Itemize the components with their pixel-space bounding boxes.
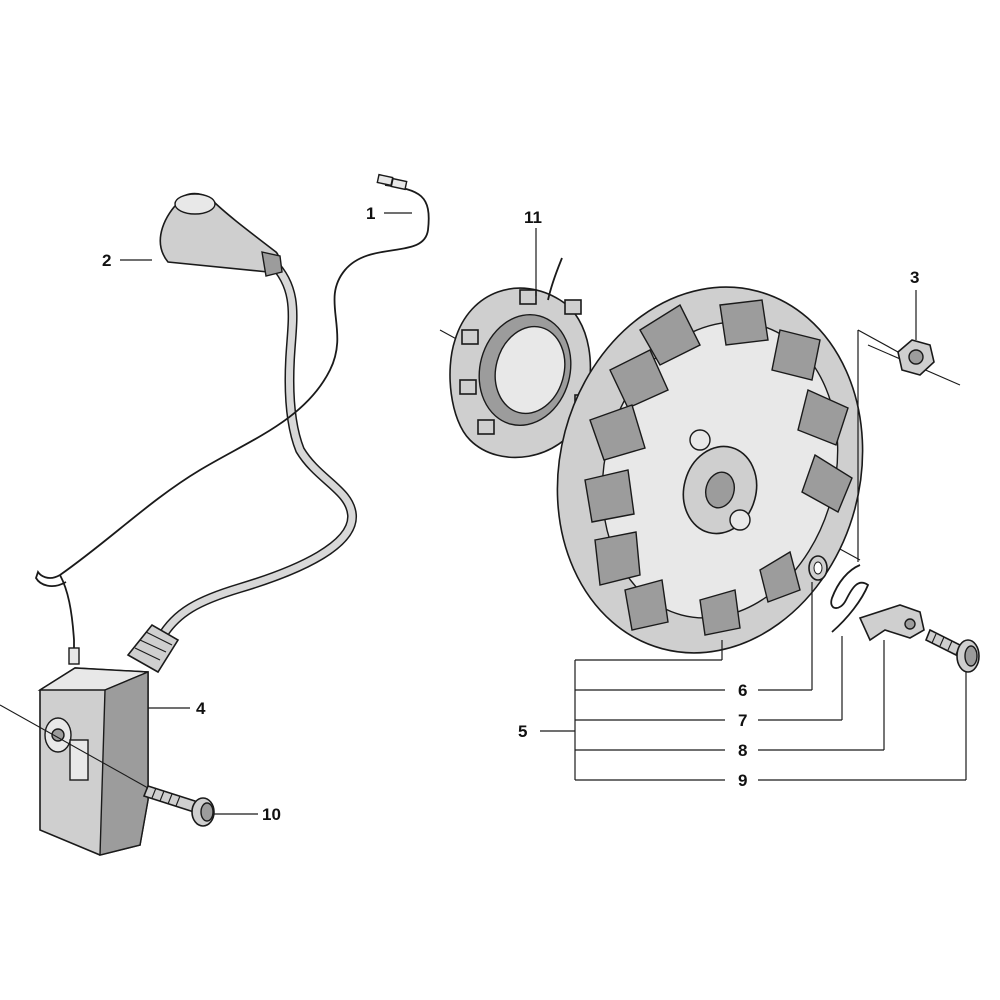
ignition-module: [37, 667, 149, 856]
leader-lines: [120, 212, 967, 815]
callout-5: 5: [518, 722, 527, 741]
ignition-assembly: [0, 173, 430, 856]
callout-9: 9: [738, 771, 747, 790]
starter-pulley: [449, 257, 592, 459]
wire-terminal-bottom: [68, 647, 80, 665]
spark-plug-cap: [159, 192, 283, 277]
callout-7: 7: [738, 711, 747, 730]
short-circuit-wire: [35, 184, 430, 587]
callout-3: 3: [910, 268, 919, 287]
wire-terminal: [376, 173, 408, 191]
washer: [808, 555, 828, 581]
spring: [830, 564, 870, 633]
flywheel-nut: [897, 339, 935, 376]
module-bolt: [142, 785, 215, 827]
callout-1: 1: [366, 204, 375, 223]
callout-4: 4: [196, 699, 206, 718]
pawl-screw: [924, 628, 980, 673]
callout-labels: 1 2 3 4 5 6 7 8 9 10 11: [102, 204, 919, 824]
callout-2: 2: [102, 251, 111, 270]
callout-6: 6: [738, 681, 747, 700]
starter-pawl: [858, 604, 925, 642]
flywheel-assembly: [439, 257, 980, 673]
lead-boot: [126, 623, 180, 674]
flywheel: [556, 286, 864, 654]
callout-8: 8: [738, 741, 747, 760]
callout-10: 10: [262, 805, 281, 824]
callout-11: 11: [524, 208, 542, 227]
